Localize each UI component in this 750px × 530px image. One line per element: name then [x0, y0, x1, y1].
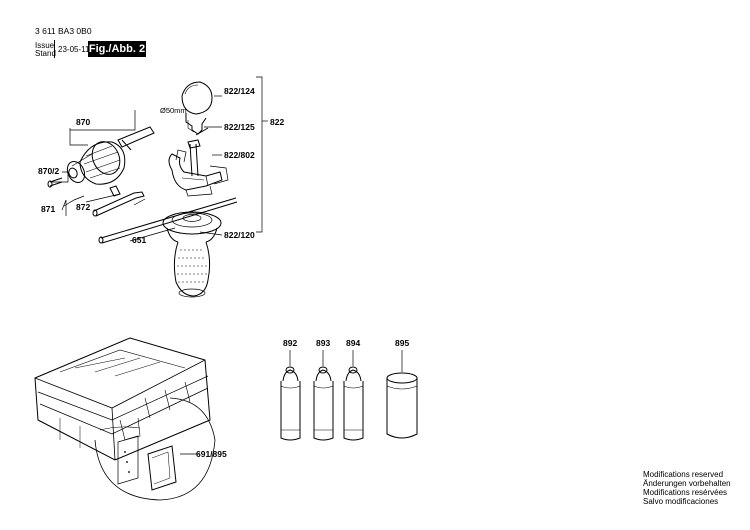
drill-chuck-drawing — [66, 126, 155, 185]
modifications-note: Modifications reserved Änderungen vorbeh… — [643, 470, 731, 506]
figure-label: Fig./Abb. 2 — [88, 41, 146, 57]
part-label-691-895: 691/895 — [196, 449, 227, 459]
part-label-822-125: 822/125 — [224, 122, 255, 132]
modifications-line: Modifications resérvées — [643, 488, 728, 497]
lubricant-tubes-drawing — [280, 366, 418, 441]
stand-label: Stand — [35, 49, 56, 58]
document-number: 3 611 BA3 0B0 — [35, 26, 92, 36]
part-label-870: 870 — [76, 117, 90, 127]
part-label-870-2: 870/2 — [38, 166, 60, 176]
detail-circle — [94, 397, 216, 501]
modifications-line: Salvo modificaciones — [643, 497, 719, 506]
clamp-ring-drawing — [181, 81, 213, 136]
part-label-894: 894 — [346, 338, 360, 348]
part-label-651: 651 — [132, 235, 146, 245]
handle-bracket-drawing — [168, 149, 229, 197]
chuck-key-drawing — [92, 185, 145, 217]
leader-lines-right — [199, 76, 268, 236]
part-label-822-124: 822/124 — [224, 86, 255, 96]
part-label-822: 822 — [270, 117, 284, 127]
tube-leader-lines — [289, 350, 403, 372]
modifications-line: Modifications reserved — [643, 470, 724, 479]
chuck-screw-drawing — [47, 177, 63, 188]
part-label-872: 872 — [76, 202, 90, 212]
issue-label: Issue — [35, 41, 55, 50]
part-label-893: 893 — [316, 338, 330, 348]
diameter-label: Ø50mm — [160, 106, 187, 115]
carrying-case-drawing — [34, 337, 211, 461]
leader-lines-left — [52, 110, 176, 242]
part-label-822-120: 822/120 — [224, 230, 255, 240]
header-divider — [54, 40, 55, 58]
issue-date: 23-05-11 — [58, 45, 90, 54]
depth-stop-rod-drawing — [98, 197, 238, 244]
part-label-871: 871 — [41, 204, 55, 214]
part-label-895: 895 — [395, 338, 409, 348]
part-label-822-802: 822/802 — [224, 150, 255, 160]
side-handle-drawing — [162, 211, 222, 298]
part-label-892: 892 — [283, 338, 297, 348]
clamp-screw-drawing — [187, 139, 201, 177]
modifications-line: Änderungen vorbehalten — [643, 479, 731, 488]
